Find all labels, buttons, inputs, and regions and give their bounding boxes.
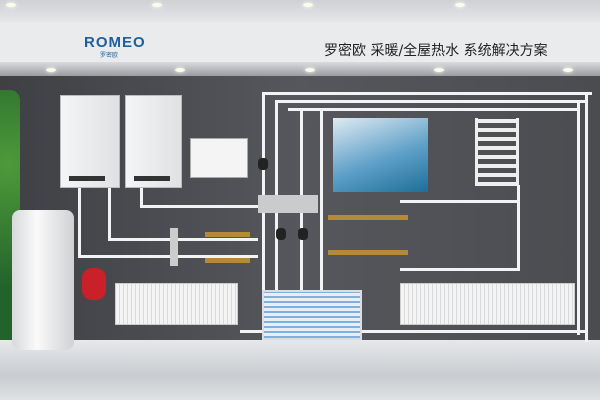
downlight bbox=[563, 68, 573, 72]
water-heater-tank bbox=[12, 210, 74, 350]
ceiling-light bbox=[6, 3, 16, 7]
pipe bbox=[240, 330, 585, 333]
ceiling-light bbox=[303, 3, 313, 7]
ceiling bbox=[0, 0, 600, 22]
display-title: 罗密欧 采暖/全屋热水 系统解决方案 bbox=[324, 43, 548, 59]
pipe bbox=[585, 92, 588, 342]
light-strip bbox=[0, 62, 600, 76]
pipe bbox=[320, 110, 323, 290]
wall-boiler bbox=[60, 95, 120, 188]
info-board bbox=[190, 138, 248, 178]
wall-boiler bbox=[125, 95, 182, 188]
city-poster bbox=[333, 118, 428, 192]
manifold bbox=[205, 258, 250, 263]
manifold bbox=[328, 250, 408, 255]
expansion-tank bbox=[82, 268, 106, 300]
pipe bbox=[78, 255, 258, 258]
boiler-display bbox=[134, 176, 170, 181]
circulation-pump bbox=[258, 158, 268, 170]
towel-radiator bbox=[475, 118, 519, 186]
pipe bbox=[140, 205, 260, 208]
ceiling-light bbox=[455, 3, 465, 7]
boiler-display bbox=[69, 176, 105, 181]
manifold bbox=[328, 215, 408, 220]
pipe bbox=[78, 188, 81, 258]
pipe bbox=[262, 92, 592, 95]
circulation-pump bbox=[276, 228, 286, 240]
downlight bbox=[46, 68, 56, 72]
pipe bbox=[108, 188, 111, 240]
panel-radiator bbox=[400, 283, 575, 325]
hydraulic-separator bbox=[258, 195, 318, 213]
manifold bbox=[205, 232, 250, 237]
pipe bbox=[275, 100, 585, 103]
pipe bbox=[288, 108, 578, 111]
circulation-pump bbox=[298, 228, 308, 240]
header-band bbox=[0, 22, 600, 62]
pipe bbox=[400, 200, 520, 203]
downlight bbox=[434, 68, 444, 72]
marble-floor bbox=[0, 340, 600, 400]
panel-radiator bbox=[115, 283, 238, 325]
brand-logo: ROMEO bbox=[84, 34, 146, 51]
downlight bbox=[175, 68, 185, 72]
pipe bbox=[108, 238, 258, 241]
pipe bbox=[517, 185, 520, 270]
pipe bbox=[140, 188, 143, 208]
downlight bbox=[305, 68, 315, 72]
pipe bbox=[577, 100, 580, 335]
mixing-valve bbox=[170, 228, 178, 266]
pipe bbox=[262, 92, 265, 292]
ceiling-light bbox=[152, 3, 162, 7]
brand-logo-subtext: 罗密欧 bbox=[100, 52, 119, 59]
pipe bbox=[400, 268, 520, 271]
underfloor-heating-panel bbox=[262, 290, 362, 340]
